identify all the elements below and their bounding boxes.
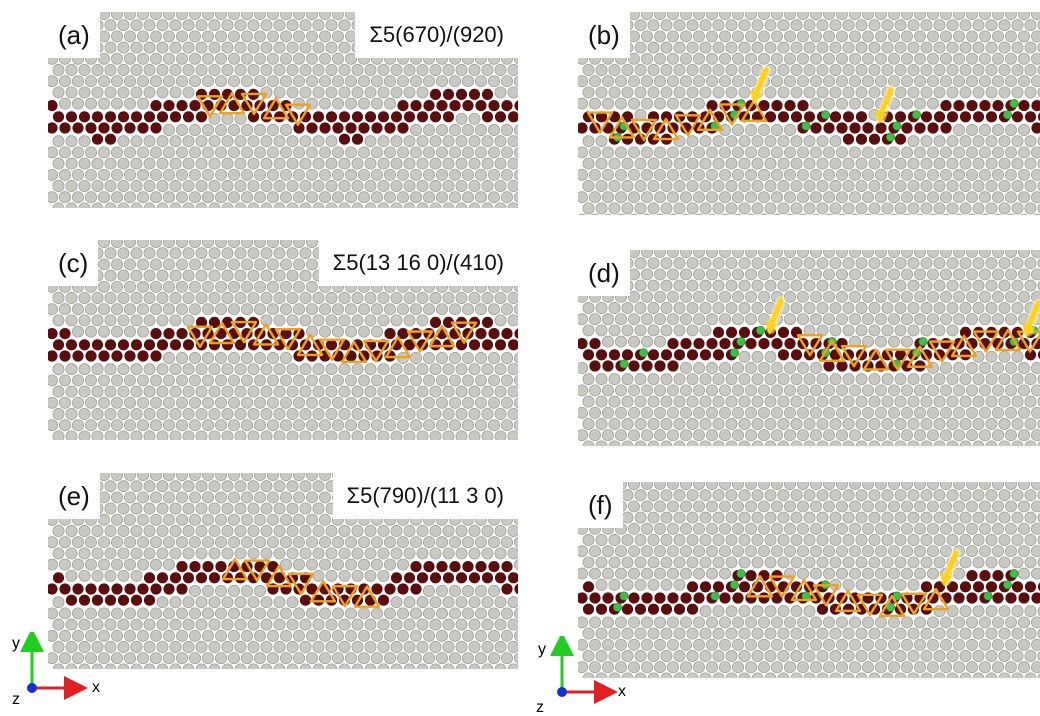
boundary-atoms: [578, 326, 1040, 372]
highlight-arrow: [765, 295, 786, 335]
axis-z-label: z: [12, 691, 20, 708]
structural-units: [221, 557, 381, 608]
axis-x-label: x: [618, 683, 626, 700]
atom-map: [578, 482, 1040, 678]
atom-map: [578, 12, 1040, 215]
panel-label: (c): [48, 240, 99, 286]
highlight-arrow: [1022, 298, 1040, 338]
axis-triad-left: y x z: [6, 628, 116, 708]
panel-f: (f): [578, 482, 1040, 678]
panel-d: (d): [578, 250, 1040, 446]
axis-arrows: [20, 628, 88, 700]
panel-label: (e): [48, 473, 100, 519]
atom-map: [578, 250, 1040, 446]
axis-arrows: [550, 632, 618, 704]
panel-a: (a) Σ5(670)/(920): [48, 12, 518, 208]
panel-c: (c) Σ5(13 16 0)/(410): [48, 240, 518, 440]
structural-units: [196, 92, 312, 126]
solute-atoms: [612, 569, 1019, 612]
panel-title: Σ5(790)/(11 3 0): [332, 473, 518, 519]
panel-label: (f): [578, 482, 623, 528]
panel-label: (d): [578, 250, 630, 296]
axis-triad-right: y x z: [536, 632, 646, 716]
highlight-arrow: [875, 84, 896, 124]
matrix-atoms: [578, 12, 1040, 215]
panel-label: (a): [48, 12, 100, 58]
panel-title: Σ5(13 16 0)/(410): [318, 240, 518, 286]
axis-x-label: x: [92, 679, 100, 696]
structural-units: [796, 328, 1040, 371]
axis-y-label: y: [538, 641, 546, 658]
panel-e: (e) Σ5(790)/(11 3 0): [48, 473, 518, 669]
panel-b: (b): [578, 12, 1040, 215]
matrix-atoms: [578, 250, 1040, 446]
structural-units: [186, 320, 478, 364]
highlight-arrow: [750, 65, 771, 105]
axis-y-label: y: [12, 635, 20, 652]
structural-units: [586, 99, 768, 142]
structural-units: [746, 575, 950, 618]
panel-label: (b): [578, 12, 630, 58]
panel-title: Σ5(670)/(920): [355, 12, 518, 58]
axis-z-label: z: [536, 699, 544, 716]
highlight-arrow: [940, 547, 961, 587]
boundary-atoms: [48, 88, 518, 145]
